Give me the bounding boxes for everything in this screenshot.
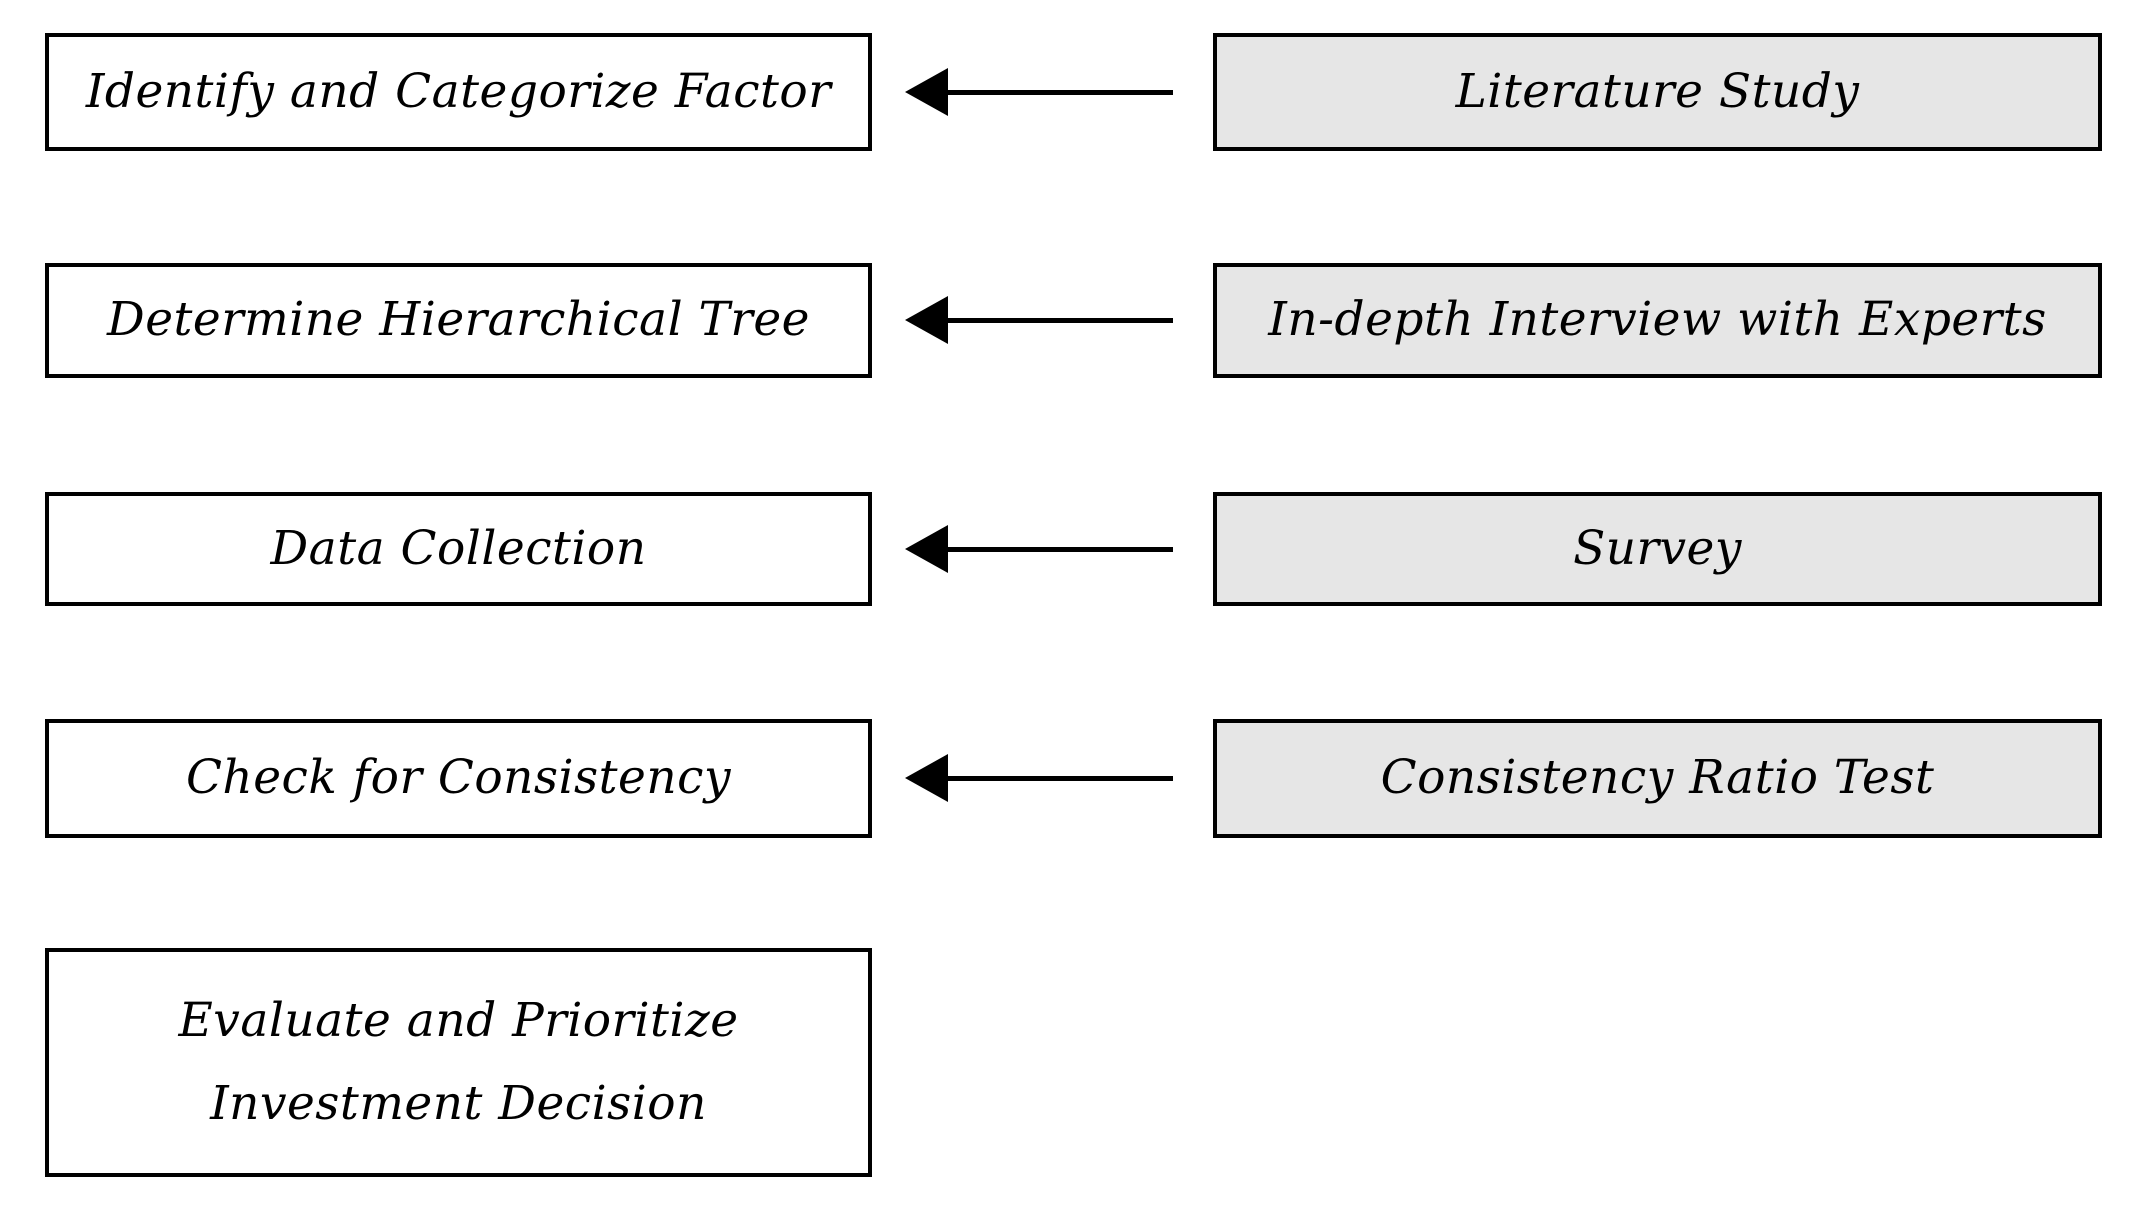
method-label: In-depth Interview with Experts [1268, 292, 2047, 348]
step-label: Check for Consistency [185, 750, 732, 806]
step-box-identify-categorize-factor: Identify and Categorize Factor [45, 33, 872, 151]
method-label: Literature Study [1455, 63, 1860, 119]
method-label: Consistency Ratio Test [1380, 750, 1935, 806]
method-box-consistency-ratio-test: Consistency Ratio Test [1213, 719, 2102, 838]
arrow-literature-study-to-identify [905, 68, 1173, 116]
arrow-shaft [945, 317, 1173, 323]
step-box-evaluate-prioritize-investment-decision: Evaluate and Prioritize Investment Decis… [45, 948, 872, 1177]
arrow-shaft [945, 546, 1173, 552]
step-label-line-1: Evaluate and Prioritize [178, 993, 739, 1049]
arrow-shaft [945, 89, 1173, 95]
step-box-data-collection: Data Collection [45, 492, 872, 606]
method-box-in-depth-interview-with-experts: In-depth Interview with Experts [1213, 263, 2102, 378]
step-box-check-for-consistency: Check for Consistency [45, 719, 872, 838]
arrow-shaft [945, 775, 1173, 781]
method-box-literature-study: Literature Study [1213, 33, 2102, 151]
step-label: Data Collection [270, 520, 647, 576]
step-label: Identify and Categorize Factor [85, 63, 832, 119]
arrowhead-left-icon [905, 525, 948, 573]
arrow-ratio-test-to-consistency-check [905, 754, 1173, 802]
method-box-survey: Survey [1213, 492, 2102, 606]
arrowhead-left-icon [905, 68, 948, 116]
step-box-determine-hierarchical-tree: Determine Hierarchical Tree [45, 263, 872, 378]
method-label: Survey [1573, 520, 1742, 576]
arrow-survey-to-data-collection [905, 525, 1173, 573]
arrowhead-left-icon [905, 754, 948, 802]
arrowhead-left-icon [905, 296, 948, 344]
arrow-interview-to-hierarchical-tree [905, 296, 1173, 344]
step-label: Determine Hierarchical Tree [107, 292, 810, 348]
step-label-line-2: Investment Decision [210, 1075, 707, 1131]
